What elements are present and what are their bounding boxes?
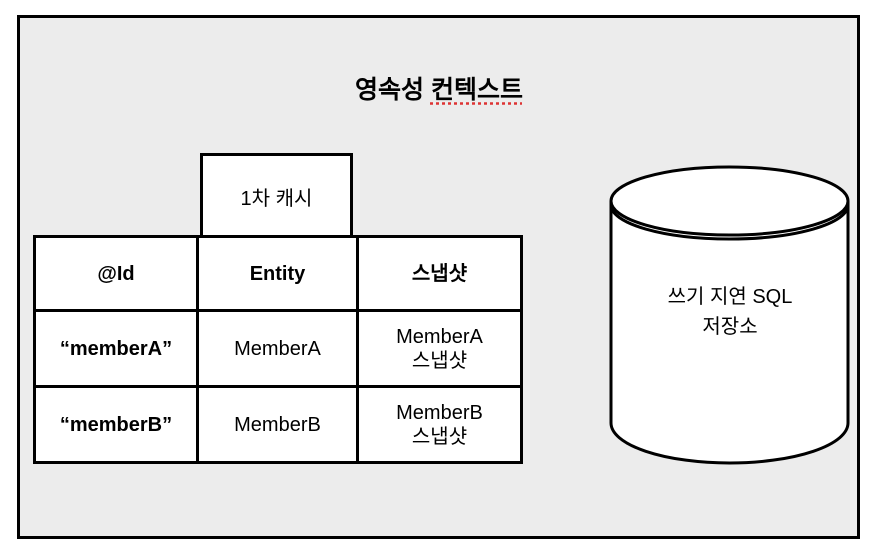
sql-store-line1: 쓰기 지연 SQL: [667, 286, 793, 308]
header-snapshot: 스냅샷: [356, 235, 523, 312]
first-level-cache-label: 1차 캐시: [200, 153, 353, 239]
header-id: @Id: [33, 235, 199, 312]
cylinder-top: [609, 165, 850, 237]
snapshot-line2: 스냅샷: [411, 425, 468, 448]
row-entity-cell: MemberA: [196, 309, 359, 388]
table-row: “memberB” MemberB MemberB 스냅샷: [33, 385, 523, 464]
table-row: “memberA” MemberA MemberA 스냅샷: [33, 309, 523, 388]
database-cylinder-icon: [609, 165, 850, 465]
cylinder-top-rim: [609, 204, 850, 241]
persistence-context-title: 영속성 컨텍스트: [0, 72, 878, 108]
header-entity: Entity: [196, 235, 359, 312]
snapshot-line1: MemberA: [396, 325, 483, 348]
row-id-cell: “memberB”: [33, 385, 199, 464]
table-header-row: @Id Entity 스냅샷: [33, 235, 523, 312]
row-snapshot-cell: MemberB 스냅샷: [356, 385, 523, 464]
title-word-persistence: 영속성: [355, 76, 425, 104]
sql-store-line2: 저장소: [702, 316, 758, 338]
snapshot-line1: MemberB: [396, 401, 483, 424]
row-snapshot-cell: MemberA 스냅샷: [356, 309, 523, 388]
snapshot-line2: 스냅샷: [411, 349, 468, 372]
write-behind-sql-store-label: 쓰기 지연 SQL 저장소: [610, 282, 850, 342]
row-entity-cell: MemberB: [196, 385, 359, 464]
title-word-context: 컨텍스트: [430, 76, 523, 104]
cylinder-body: [609, 201, 850, 465]
row-id-cell: “memberA”: [33, 309, 199, 388]
first-level-cache-table: @Id Entity 스냅샷 “memberA” MemberA MemberA…: [33, 235, 523, 464]
